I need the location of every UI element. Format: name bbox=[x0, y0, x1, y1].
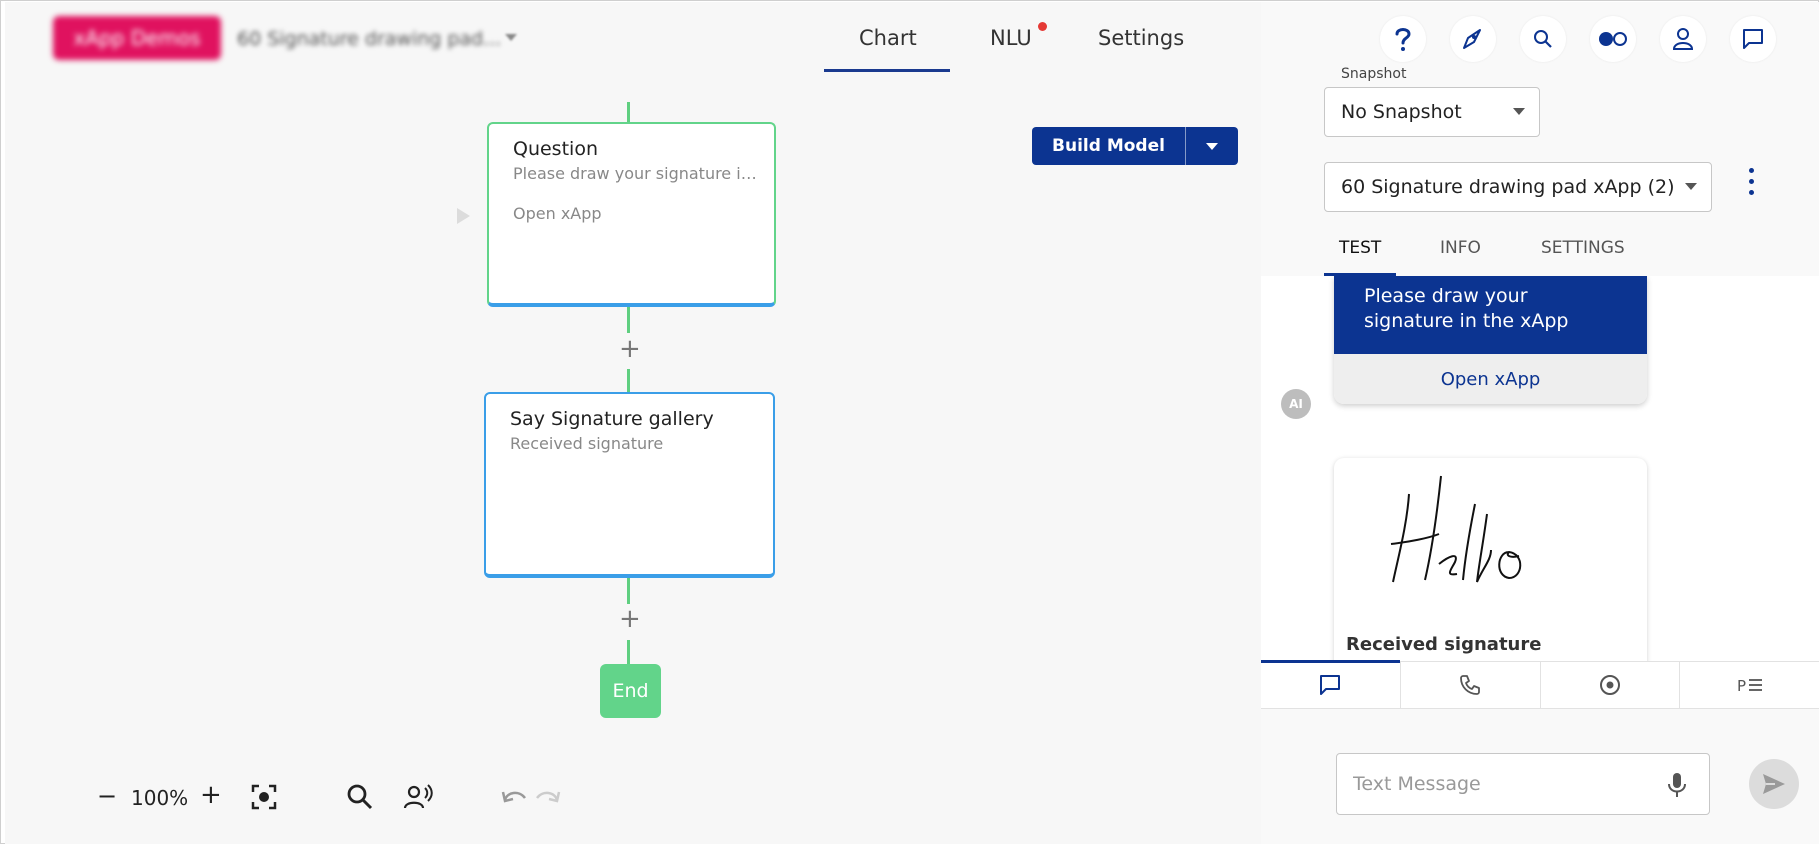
node-subtitle: Please draw your signature in the xApp bbox=[513, 164, 758, 183]
chevron-down-icon bbox=[1685, 183, 1697, 190]
deploy-button[interactable] bbox=[1450, 16, 1496, 62]
project-select[interactable]: 60 Signature drawing pad xApp (2) bbox=[1324, 162, 1712, 212]
chevron-down-icon bbox=[1206, 142, 1218, 150]
end-node[interactable]: End bbox=[600, 664, 661, 718]
help-button[interactable] bbox=[1380, 16, 1426, 62]
tab-chart[interactable]: Chart bbox=[859, 26, 917, 50]
snapshot-label: Snapshot bbox=[1341, 66, 1407, 82]
tab-panel-settings[interactable]: SETTINGS bbox=[1541, 238, 1625, 258]
flow-canvas[interactable]: xApp Demos 60 Signature drawing pad... C… bbox=[5, 2, 1261, 844]
signature-card: Received signature bbox=[1334, 458, 1647, 661]
connector-line bbox=[627, 369, 630, 392]
account-button[interactable] bbox=[1660, 16, 1706, 62]
node-title: Question bbox=[513, 138, 598, 160]
toggle-icon bbox=[1599, 32, 1627, 46]
card-caption: Received signature bbox=[1346, 634, 1542, 655]
search-button[interactable] bbox=[1520, 16, 1566, 62]
user-icon bbox=[1672, 28, 1694, 50]
message-field bbox=[1336, 753, 1710, 815]
test-panel: Snapshot No Snapshot 60 Signature drawin… bbox=[1261, 2, 1819, 844]
zoom-out-button[interactable]: − bbox=[97, 782, 118, 810]
debug-channel-tab[interactable] bbox=[1541, 662, 1681, 708]
chevron-down-icon bbox=[1513, 108, 1525, 115]
chat-transcript[interactable]: Please draw your signature in the xApp O… bbox=[1261, 276, 1819, 661]
signature-image bbox=[1390, 475, 1522, 583]
project-caret-icon[interactable] bbox=[505, 34, 517, 41]
svg-text:P: P bbox=[1737, 677, 1746, 695]
log-channel-tab[interactable]: P bbox=[1680, 662, 1819, 708]
message-composer bbox=[1261, 709, 1819, 844]
send-button[interactable] bbox=[1749, 759, 1799, 809]
build-model-button-group: Build Model bbox=[1032, 127, 1238, 165]
build-model-button[interactable]: Build Model bbox=[1032, 127, 1186, 165]
snapshot-select[interactable]: No Snapshot bbox=[1324, 87, 1540, 137]
search-icon[interactable] bbox=[345, 782, 375, 812]
list-icon: P bbox=[1737, 677, 1762, 695]
panel-header: Snapshot No Snapshot 60 Signature drawin… bbox=[1261, 2, 1819, 276]
undo-icon[interactable] bbox=[499, 782, 529, 812]
feedback-button[interactable] bbox=[1730, 16, 1776, 62]
add-step-button[interactable]: + bbox=[619, 604, 641, 634]
voice-icon[interactable] bbox=[403, 782, 433, 812]
project-value: 60 Signature drawing pad xApp (2) bbox=[1341, 176, 1675, 198]
node-subtitle: Received signature bbox=[510, 434, 664, 453]
question-node[interactable]: Question Please draw your signature in t… bbox=[487, 122, 776, 307]
chat-tab-icon bbox=[1320, 675, 1341, 695]
connector-line bbox=[627, 640, 630, 664]
zoom-in-button[interactable]: + bbox=[200, 780, 222, 810]
node-title: Say Signature gallery bbox=[510, 408, 714, 430]
redo-icon[interactable] bbox=[533, 782, 563, 812]
node-option: Open xApp bbox=[513, 204, 602, 223]
connector-line bbox=[627, 307, 630, 333]
channel-tabs: P bbox=[1261, 660, 1819, 709]
add-step-button[interactable]: + bbox=[619, 334, 641, 364]
voice-channel-tab[interactable] bbox=[1401, 662, 1541, 708]
rocket-icon bbox=[1463, 29, 1481, 49]
brand-button[interactable]: xApp Demos bbox=[53, 16, 221, 60]
text-message-input[interactable] bbox=[1337, 754, 1637, 814]
build-model-dropdown[interactable] bbox=[1186, 127, 1238, 165]
mic-icon[interactable] bbox=[1667, 772, 1687, 798]
active-tab-indicator bbox=[1324, 273, 1396, 276]
target-icon bbox=[1599, 675, 1620, 695]
top-bar: xApp Demos 60 Signature drawing pad... C… bbox=[5, 2, 1261, 72]
phone-icon bbox=[1460, 675, 1481, 695]
toggle-view-button[interactable] bbox=[1590, 16, 1636, 62]
search-icon bbox=[1534, 30, 1552, 48]
active-tab-indicator bbox=[824, 69, 950, 72]
tab-test[interactable]: TEST bbox=[1339, 238, 1382, 258]
send-icon bbox=[1763, 774, 1785, 794]
help-icon bbox=[1395, 28, 1411, 51]
chat-channel-tab[interactable] bbox=[1261, 660, 1401, 708]
tab-info[interactable]: INFO bbox=[1440, 238, 1481, 258]
bot-avatar: AI bbox=[1281, 389, 1311, 419]
open-xapp-button[interactable]: Open xApp bbox=[1334, 354, 1647, 404]
zoom-level: 100% bbox=[131, 786, 189, 810]
connector-line bbox=[627, 102, 630, 122]
say-node[interactable]: Say Signature gallery Received signature bbox=[484, 392, 775, 578]
snapshot-value: No Snapshot bbox=[1341, 101, 1462, 123]
notification-dot bbox=[1038, 22, 1047, 31]
chat-icon bbox=[1743, 29, 1763, 49]
bot-message-bubble: Please draw your signature in the xApp O… bbox=[1334, 276, 1647, 404]
more-options-icon[interactable] bbox=[1747, 168, 1755, 204]
play-icon[interactable] bbox=[457, 208, 470, 224]
active-tab-indicator bbox=[1261, 660, 1400, 663]
connector-line bbox=[627, 578, 630, 604]
bot-message-text: Please draw your signature in the xApp bbox=[1334, 276, 1647, 354]
project-name[interactable]: 60 Signature drawing pad... bbox=[237, 28, 502, 50]
fit-screen-icon[interactable] bbox=[249, 782, 279, 812]
tab-nlu[interactable]: NLU bbox=[990, 26, 1032, 50]
tab-settings[interactable]: Settings bbox=[1098, 26, 1185, 50]
